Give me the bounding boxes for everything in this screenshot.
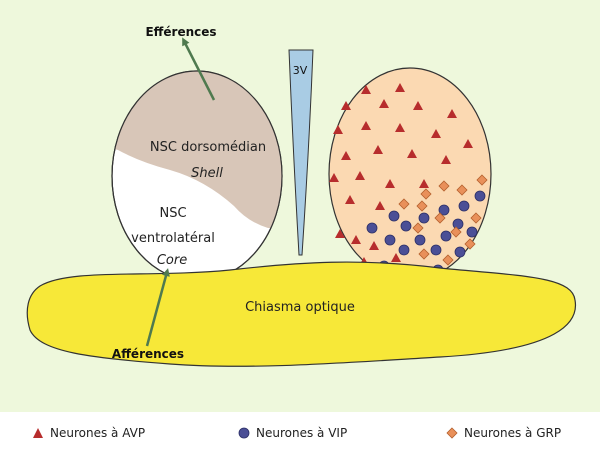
avp-neuron-marker [333, 125, 343, 134]
afferences-arrow [145, 268, 170, 347]
legend-item-avp: Neurones à AVP [32, 426, 145, 440]
legend-label-avp: Neurones à AVP [50, 426, 146, 440]
avp-neuron-marker [395, 123, 405, 132]
afferences-label: Afférences [112, 347, 184, 361]
grp-neuron-marker [464, 238, 476, 250]
grp-neuron-marker [420, 188, 432, 200]
avp-neuron-marker [345, 195, 355, 204]
avp-neuron-marker [441, 155, 451, 164]
grp-neuron-marker [412, 222, 424, 234]
vip-circle-icon [238, 427, 250, 439]
grp-neuron-marker [456, 184, 468, 196]
avp-neuron-marker [361, 85, 371, 94]
grp-neuron-marker [418, 248, 430, 260]
vip-neuron-marker [398, 244, 410, 256]
chiasma-optique [26, 261, 577, 367]
vip-neuron-marker [418, 212, 430, 224]
diagram-canvas: Efférences 3V NSC dorsomédian Shell NSC … [0, 0, 600, 412]
grp-neuron-marker [476, 174, 488, 186]
avp-neuron-marker [385, 179, 395, 188]
vip-neuron-marker [458, 200, 470, 212]
avp-neuron-marker [413, 101, 423, 110]
left-scn-shell [112, 71, 282, 228]
grp-neuron-marker [450, 226, 462, 238]
avp-neuron-marker [355, 171, 365, 180]
vip-neuron-marker [466, 226, 478, 238]
grp-neuron-marker [438, 180, 450, 192]
vip-neuron-marker [440, 230, 452, 242]
vip-neuron-marker [414, 234, 426, 246]
avp-neuron-marker [395, 83, 405, 92]
right-scn [328, 67, 492, 281]
vip-neuron-marker [384, 234, 396, 246]
avp-triangle-icon [33, 428, 43, 438]
vip-neuron-marker [388, 210, 400, 222]
legend-item-grp: Neurones à GRP [446, 426, 561, 440]
chiasma-label: Chiasma optique [245, 300, 355, 315]
avp-neuron-marker [463, 139, 473, 148]
grp-neuron-marker [442, 254, 454, 266]
avp-neuron-marker [375, 201, 385, 210]
vip-neuron-marker [474, 190, 486, 202]
grp-diamond-icon [446, 427, 458, 439]
avp-neuron-marker [379, 99, 389, 108]
efferences-arrow [182, 37, 216, 101]
grp-neuron-marker [416, 200, 428, 212]
avp-neuron-marker [373, 145, 383, 154]
avp-neuron-marker [335, 229, 345, 238]
avp-neuron-marker [361, 121, 371, 130]
vip-neuron-marker [400, 220, 412, 232]
avp-neuron-marker [341, 101, 351, 110]
core-subtitle: Core [157, 253, 187, 268]
third-ventricle [288, 49, 314, 256]
avp-neuron-marker [329, 173, 339, 182]
avp-neuron-marker [447, 109, 457, 118]
legend-label-vip: Neurones à VIP [256, 426, 348, 440]
avp-neuron-marker [369, 241, 379, 250]
avp-neuron-marker [419, 179, 429, 188]
legend-label-grp: Neurones à GRP [464, 426, 562, 440]
efferences-label: Efférences [145, 25, 216, 39]
avp-neuron-marker [351, 235, 361, 244]
core-line-1: NSC [159, 206, 186, 221]
vip-neuron-marker [452, 218, 464, 230]
legend: Neurones à AVP Neurones à VIP Neurones à… [0, 412, 600, 454]
third-ventricle-label: 3V [293, 64, 308, 77]
vip-neuron-marker [430, 244, 442, 256]
core-line-2: ventrolatéral [131, 231, 215, 246]
legend-item-vip: Neurones à VIP [238, 426, 347, 440]
grp-neuron-marker [398, 198, 410, 210]
neuron-markers [329, 83, 488, 284]
avp-neuron-marker [341, 151, 351, 160]
avp-neuron-marker [391, 253, 401, 262]
grp-neuron-marker [470, 212, 482, 224]
shell-subtitle: Shell [191, 166, 223, 181]
shell-title: NSC dorsomédian [150, 140, 266, 155]
vip-neuron-marker [454, 246, 466, 258]
grp-neuron-marker [434, 212, 446, 224]
avp-neuron-marker [407, 149, 417, 158]
vip-neuron-marker [438, 204, 450, 216]
vip-neuron-marker [366, 222, 378, 234]
avp-neuron-marker [431, 129, 441, 138]
